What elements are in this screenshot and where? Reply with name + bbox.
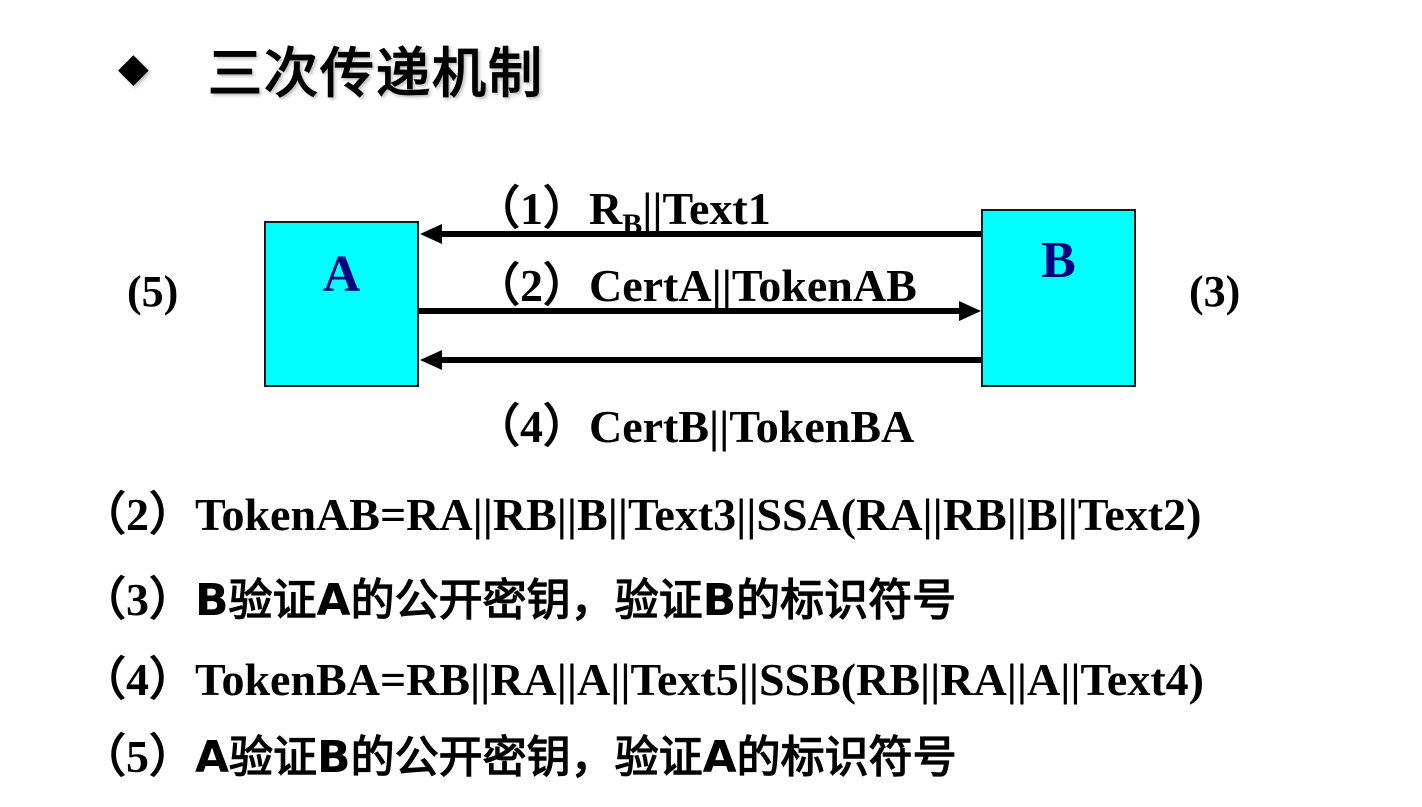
formula-step-5-text: A验证B的公开密钥，验证A的标识符号 <box>195 732 957 783</box>
message-1-prefix: （1）R <box>474 183 623 234</box>
formula-step-4: （4）TokenBA=RB||RA||A||Text5||SSB(RB||RA|… <box>80 654 1204 705</box>
entity-b-label: B <box>1041 232 1076 289</box>
entity-a-label: A <box>322 246 361 303</box>
formula-step-3-text: B验证A的公开密钥，验证B的标识符号 <box>195 575 957 626</box>
message-2-label: （2）CertA||TokenAB <box>474 260 917 311</box>
formula-step-3-prefix: （3） <box>80 574 195 625</box>
page-title: ◆ 三次传递机制 <box>118 28 544 108</box>
arrow-message-2 <box>419 301 981 321</box>
diamond-bullet-icon: ◆ <box>118 45 149 91</box>
arrow-message-4 <box>420 350 981 370</box>
message-1-label: （1）RB||Text1 <box>474 172 771 241</box>
formula-step-5-prefix: （5） <box>80 731 195 782</box>
page-title-text: 三次传递机制 <box>208 41 544 105</box>
step-5-marker: (5) <box>127 267 179 316</box>
message-1-suffix: ||Text1 <box>642 183 771 234</box>
step-3-marker: (3) <box>1189 267 1241 316</box>
entity-b-box: B <box>981 209 1136 387</box>
arrow-message-1 <box>420 224 981 244</box>
formula-step-5: （5）A验证B的公开密钥，验证A的标识符号 <box>80 720 957 786</box>
message-4-label: （4）CertB||TokenBA <box>474 401 915 452</box>
formula-step-2: （2）TokenAB=RA||RB||B||Text3||SSA(RA||RB|… <box>80 489 1202 540</box>
entity-a-box: A <box>264 221 419 387</box>
message-1-subscript: B <box>622 208 643 241</box>
formula-step-3: （3）B验证A的公开密钥，验证B的标识符号 <box>80 563 956 629</box>
